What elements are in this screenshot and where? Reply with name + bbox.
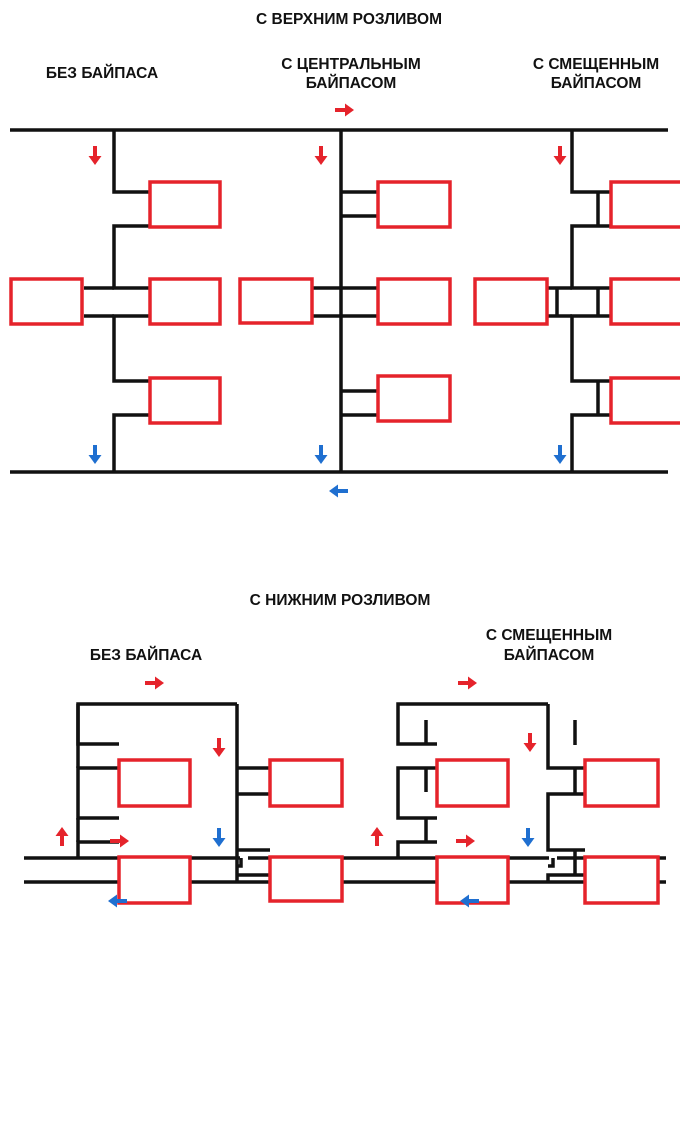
supply-arrow-down-icon — [523, 733, 537, 752]
supply-arrow-down-icon — [212, 738, 226, 757]
return-arrow-left-icon — [329, 484, 348, 498]
supply-arrow-right-icon — [145, 676, 164, 690]
supply-arrow-up-icon — [55, 827, 69, 846]
radiator — [117, 758, 192, 808]
top-riser1 — [112, 130, 150, 472]
bottom-section-title: С НИЖНИМ РОЗЛИВОМ — [249, 592, 431, 609]
radiator — [148, 180, 222, 229]
top-col2-label-line2: БАЙПАСОМ — [305, 75, 397, 92]
supply-arrow-right-icon — [335, 103, 354, 117]
top-riser2-connections — [312, 190, 378, 417]
return-arrow-down-icon — [314, 445, 328, 464]
radiator — [609, 376, 680, 425]
radiator — [609, 277, 680, 326]
radiator — [376, 374, 452, 423]
return-arrow-down-icon — [553, 445, 567, 464]
radiator — [609, 180, 680, 229]
bottom-right-main-jog — [548, 858, 555, 868]
bottom-radiators — [117, 758, 660, 905]
bottom-right-supply-riser — [396, 702, 548, 858]
bottom-left-return-riser — [235, 704, 270, 882]
radiator — [148, 277, 222, 326]
radiator — [583, 855, 660, 905]
bottom-right-return-riser — [546, 704, 585, 882]
supply-arrow-down-icon — [88, 146, 102, 165]
top-col1-label: БЕЗ БАЙПАСА — [45, 65, 159, 82]
radiator — [9, 277, 84, 326]
bottom-left-supply-riser-mid — [78, 818, 119, 842]
radiator — [148, 376, 222, 425]
supply-arrow-down-icon — [314, 146, 328, 165]
top-riser1-left-conn — [84, 286, 114, 318]
radiator — [268, 855, 344, 903]
top-section-title: С ВЕРХНИМ РОЗЛИВОМ — [256, 11, 442, 28]
supply-arrow-up-icon — [370, 827, 384, 846]
bottom-col1-label: БЕЗ БАЙПАСА — [89, 647, 203, 664]
radiator — [435, 758, 510, 808]
top-col3-label-line1: С СМЕЩЕННЫМ — [532, 56, 660, 73]
return-arrow-down-icon — [521, 828, 535, 847]
top-col2-label-line1: С ЦЕНТРАЛЬНЫМ — [281, 56, 421, 73]
bottom-col2-label-line1: С СМЕЩЕННЫМ — [485, 627, 613, 644]
supply-arrow-right-icon — [458, 676, 477, 690]
top-radiators — [9, 180, 680, 425]
top-riser3-left-conn — [547, 286, 572, 318]
return-arrow-down-icon — [88, 445, 102, 464]
radiator — [268, 758, 344, 808]
supply-arrow-right-icon — [456, 834, 475, 848]
top-riser3 — [570, 130, 611, 472]
return-arrow-down-icon — [212, 828, 226, 847]
radiator — [376, 180, 452, 229]
radiator — [583, 758, 660, 808]
radiator — [238, 277, 314, 325]
top-col3-label-line2: БАЙПАСОМ — [550, 75, 642, 92]
radiator — [435, 855, 510, 905]
top-pipes — [10, 128, 668, 474]
supply-arrow-down-icon — [553, 146, 567, 165]
radiator — [473, 277, 549, 326]
bottom-col2-label-line2: БАЙПАСОМ — [503, 647, 595, 664]
radiator — [117, 855, 192, 905]
supply-arrow-right-icon — [110, 834, 129, 848]
radiator — [376, 277, 452, 326]
